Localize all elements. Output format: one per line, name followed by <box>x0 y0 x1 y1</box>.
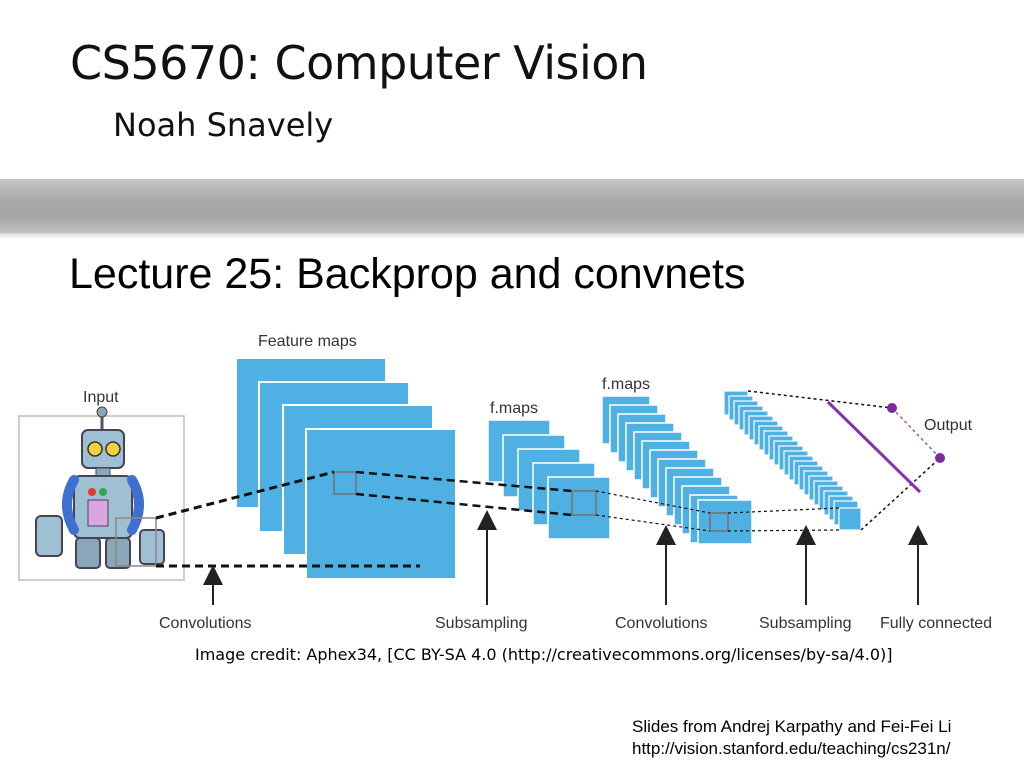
connection-lines <box>155 390 941 568</box>
convnet-diagram: Input Feature maps f.maps f.maps Output … <box>18 333 992 632</box>
label-feature-maps: Feature maps <box>258 333 357 350</box>
course-title: CS5670: Computer Vision <box>70 36 648 90</box>
label-f-maps-2: f.maps <box>602 376 650 393</box>
conv2-maps-stack <box>601 395 753 545</box>
lecture-title: Lecture 25: Backprop and convnets <box>69 250 746 298</box>
label-convolutions-1: Convolutions <box>159 615 252 632</box>
label-output: Output <box>924 417 973 434</box>
label-fully-connected: Fully connected <box>880 615 992 632</box>
label-subsampling-2: Subsampling <box>759 615 852 632</box>
label-input: Input <box>83 389 119 406</box>
output-node-1 <box>887 403 897 413</box>
footer-url: http://vision.stanford.edu/teaching/cs23… <box>632 739 951 758</box>
fully-connected-layer <box>826 400 922 494</box>
slide-footer: Slides from Andrej Karpathy and Fei-Fei … <box>632 716 951 760</box>
footer-credit: Slides from Andrej Karpathy and Fei-Fei … <box>632 717 952 736</box>
label-convolutions-2: Convolutions <box>615 615 708 632</box>
label-f-maps-1: f.maps <box>490 400 538 417</box>
subsampled-maps-stack <box>487 419 611 540</box>
input-receptive-field <box>115 517 157 567</box>
header-divider-bar <box>0 179 1024 233</box>
image-credit: Image credit: Aphex34, [CC BY-SA 4.0 (ht… <box>195 645 893 664</box>
feature-maps-stack <box>235 357 457 580</box>
label-subsampling-1: Subsampling <box>435 615 528 632</box>
header-divider-shadow <box>0 233 1024 239</box>
stage-arrows <box>203 510 928 605</box>
output-node-2 <box>935 453 945 463</box>
author-name: Noah Snavely <box>113 106 334 144</box>
robot-input-image <box>35 406 165 569</box>
subsampled-maps-stack-2 <box>723 390 862 531</box>
